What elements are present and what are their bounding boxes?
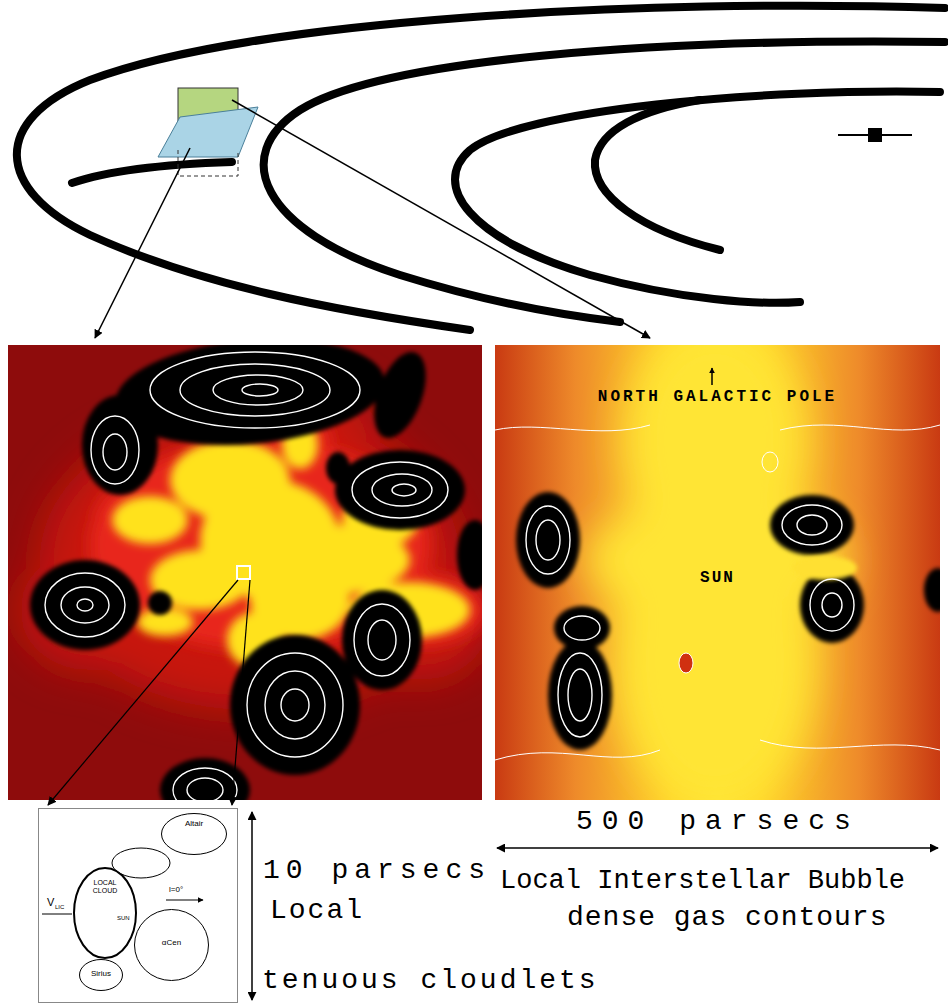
region-markers bbox=[158, 88, 258, 176]
caption-text: tenuous cloudlets bbox=[262, 965, 599, 997]
bubble-map bbox=[495, 345, 940, 800]
caption-text: dense gas contours bbox=[567, 902, 887, 934]
scale-bars bbox=[252, 812, 938, 1000]
velocity-label: V bbox=[47, 896, 54, 909]
cloud-label: LOCAL CLOUD bbox=[89, 879, 121, 895]
sun-label: SUN bbox=[117, 915, 130, 922]
cloudlet-map bbox=[8, 345, 482, 800]
zoom-arrows bbox=[95, 100, 650, 338]
galactic-center bbox=[838, 128, 912, 142]
cloud-outline: Sirius bbox=[79, 959, 123, 991]
sun-label: SUN bbox=[495, 569, 940, 587]
inset-box: VLIC l=0° AltairLOCAL CLOUD SUN αCenSirius bbox=[38, 808, 238, 1003]
star-label: αCen bbox=[134, 938, 209, 947]
longitude-label: l=0° bbox=[169, 885, 183, 894]
star-label: Altair bbox=[161, 819, 227, 828]
star-label: Sirius bbox=[79, 969, 123, 978]
cloud-outline bbox=[80, 960, 123, 991]
map-panel: NORTH GALACTIC POLE SUN bbox=[495, 345, 940, 800]
inset-drawing bbox=[42, 848, 203, 914]
cloud-outline: Altair bbox=[161, 813, 227, 855]
caption-text: Local Interstellar Bubble bbox=[500, 866, 905, 897]
inset-ground bbox=[38, 808, 238, 1003]
galaxy-arms bbox=[17, 6, 945, 330]
caption-text: Local bbox=[270, 895, 364, 927]
cloud-outline: αCen bbox=[134, 909, 209, 981]
velocity-subscript: LIC bbox=[55, 904, 64, 911]
cloud-outline: LOCAL CLOUD SUN bbox=[73, 867, 137, 959]
cloud-outline bbox=[135, 910, 209, 981]
zoom-leaders bbox=[48, 580, 250, 805]
axis-label: NORTH GALACTIC POLE bbox=[495, 388, 940, 406]
cloud-outline bbox=[162, 814, 227, 855]
pole-arrow bbox=[711, 368, 713, 385]
scale-label: 500 parsecs bbox=[576, 806, 860, 838]
scale-label: 10 parsecs bbox=[263, 855, 491, 887]
cloud-outline bbox=[74, 868, 136, 958]
